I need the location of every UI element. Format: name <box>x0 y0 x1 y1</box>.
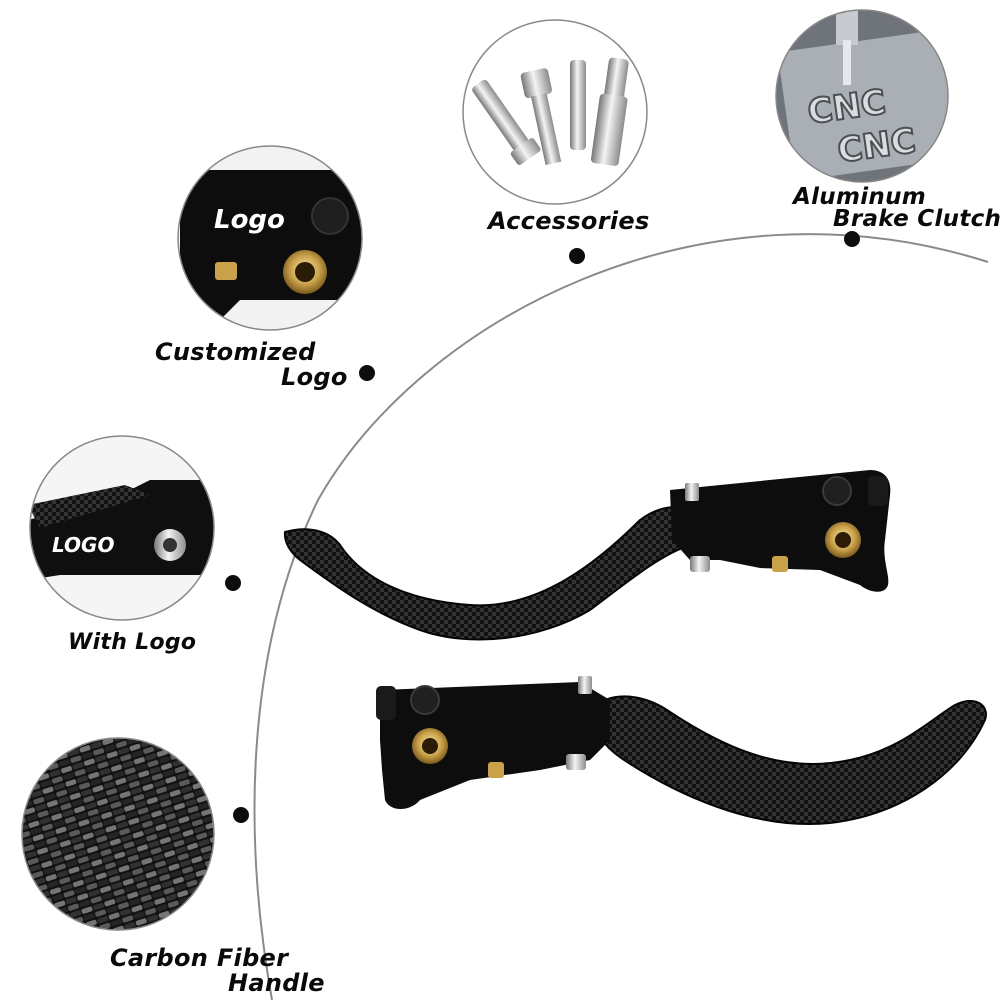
label-aluminum-line2: Brake Clutch <box>833 206 1000 232</box>
label-customized-line1: Customized <box>155 338 316 366</box>
label-with-logo: With Logo <box>68 630 196 656</box>
label-accessories: Accessories <box>488 208 650 234</box>
label-customized-line2: Logo <box>281 363 348 391</box>
decorative-arc <box>253 233 989 1000</box>
lever-logo-closeup-icon: Logo <box>178 146 362 330</box>
cnc-machining-icon: CNC CNC <box>776 10 948 182</box>
brake-lever-lower <box>376 676 987 825</box>
label-accessories-line1: Accessories <box>488 207 650 235</box>
arc-dot-custom-logo <box>359 365 375 381</box>
bolts-pins-icon <box>463 20 647 204</box>
label-carbon-line1: Carbon Fiber <box>110 944 289 972</box>
label-carbon-line2: Handle <box>228 969 325 997</box>
arc-dot-carbon <box>233 807 249 823</box>
label-carbon-fiber-handle: Carbon Fiber Handle <box>110 946 325 996</box>
label-with-logo-line1: With Logo <box>68 630 197 655</box>
lever-logo-side-icon: LOGO <box>30 436 214 620</box>
carbon-fiber-weave-icon <box>22 738 214 930</box>
brake-lever-upper <box>283 470 891 641</box>
arc-dot-aluminum <box>844 231 860 247</box>
logo-engraving: Logo <box>214 205 285 235</box>
logo-engraving-side: LOGO <box>52 533 114 557</box>
arc-dot-with-logo <box>225 575 241 591</box>
label-customized-logo: Customized Logo <box>155 340 348 390</box>
arc-dot-accessories <box>569 248 585 264</box>
label-aluminum-brake-clutch: Aluminum Brake Clutch <box>793 184 1000 232</box>
label-aluminum-line1: Aluminum <box>793 184 927 210</box>
